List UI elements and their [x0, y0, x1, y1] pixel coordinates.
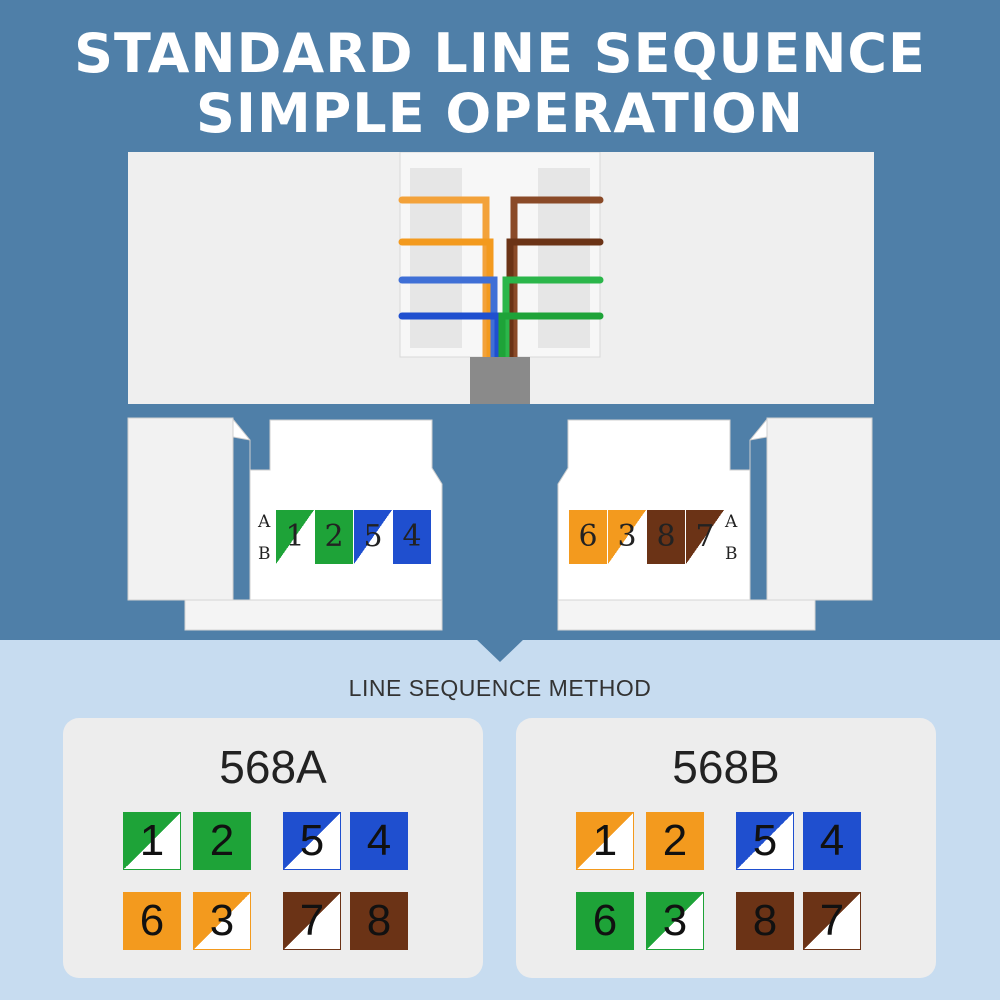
- standard-title: 568B: [672, 741, 780, 793]
- wire-number: 2: [209, 816, 235, 865]
- wire-number: 6: [139, 896, 165, 945]
- module-wire-slot-2: 2: [315, 510, 353, 564]
- wire-tile-6: 6: [123, 892, 181, 950]
- wire-tile-3: 3: [193, 892, 251, 950]
- wire-tile-2: 2: [193, 812, 251, 870]
- wire-number: 4: [366, 816, 392, 865]
- keystone-jack-photo: [128, 151, 874, 404]
- headline-line-1: STANDARD LINE SEQUENCE: [74, 22, 926, 85]
- module-wire-slot-3: 3: [608, 510, 646, 564]
- module-wire-slot-8: 8: [647, 510, 685, 564]
- module-wire-slot-7: 7: [686, 510, 724, 564]
- module-label-b: B: [258, 544, 271, 564]
- module-wire-number: 1: [285, 519, 305, 554]
- wire-tile-1: 1: [576, 812, 634, 870]
- module-wire-slot-6: 6: [569, 510, 607, 564]
- wire-number: 2: [662, 816, 688, 865]
- wire-number: 5: [752, 816, 778, 865]
- wire-tile-3: 3: [646, 892, 704, 950]
- wire-number: 1: [592, 816, 618, 865]
- wire-number: 7: [819, 896, 845, 945]
- wire-tile-5: 5: [736, 812, 794, 870]
- wire-tile-7: 7: [283, 892, 341, 950]
- module-wire-number: 3: [617, 519, 637, 554]
- module-wire-slot-1: 1: [276, 510, 314, 564]
- headline-line-2: SIMPLE OPERATION: [196, 82, 804, 145]
- standard-title: 568A: [219, 741, 327, 793]
- wire-number: 5: [299, 816, 325, 865]
- keystone-jack-illustration: [398, 151, 604, 404]
- module-wire-number: 4: [402, 519, 422, 554]
- wire-tile-2: 2: [646, 812, 704, 870]
- module-label-a: A: [258, 512, 271, 532]
- wire-number: 7: [299, 896, 325, 945]
- pointer-arrow: [475, 638, 525, 662]
- module-wire-number: 7: [695, 519, 715, 554]
- module-label-b: B: [725, 544, 738, 564]
- module-label-a: A: [725, 512, 738, 532]
- wire-tile-8: 8: [736, 892, 794, 950]
- module-wire-slot-5: 5: [354, 510, 392, 564]
- wire-number: 3: [209, 896, 235, 945]
- wire-number: 4: [819, 816, 845, 865]
- wire-number: 8: [366, 896, 392, 945]
- module-wire-number: 5: [363, 519, 383, 554]
- wire-tile-6: 6: [576, 892, 634, 950]
- wire-tile-7: 7: [803, 892, 861, 950]
- wire-number: 8: [752, 896, 778, 945]
- module-wire-number: 2: [324, 519, 344, 554]
- wire-number: 1: [139, 816, 165, 865]
- wire-tile-5: 5: [283, 812, 341, 870]
- wire-tile-1: 1: [123, 812, 181, 870]
- wire-tile-4: 4: [350, 812, 408, 870]
- wire-number: 6: [592, 896, 618, 945]
- module-wire-slot-4: 4: [393, 510, 431, 564]
- line-sequence-method-label: LINE SEQUENCE METHOD: [348, 675, 652, 701]
- module-wire-number: 6: [578, 519, 598, 554]
- wire-number: 3: [662, 896, 688, 945]
- wire-tile-8: 8: [350, 892, 408, 950]
- module-wire-number: 8: [656, 519, 676, 554]
- wire-tile-4: 4: [803, 812, 861, 870]
